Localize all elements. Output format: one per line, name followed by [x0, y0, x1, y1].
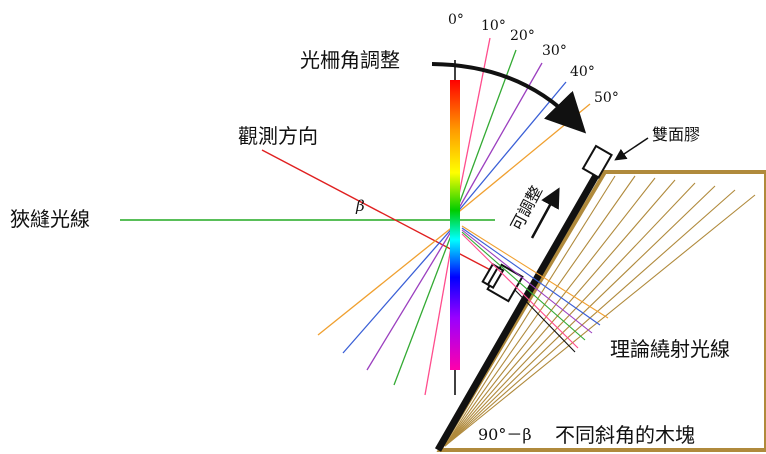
label-double-tape: 雙面膠	[652, 125, 700, 144]
label-beta: β	[355, 197, 365, 215]
label-slit-light: 狹縫光線	[10, 207, 90, 231]
angle-label-40: 40°	[570, 64, 595, 80]
grating-spectrum-bar	[450, 80, 460, 370]
sloped-board	[434, 170, 602, 452]
wood-block	[436, 170, 766, 452]
label-grating-adjust: 光柵角調整	[300, 48, 400, 72]
double-tape-box	[581, 144, 613, 179]
viewing-direction-line	[261, 149, 501, 276]
lower-diffraction-fan	[317, 224, 456, 396]
angle-label-20: 20°	[510, 28, 535, 44]
label-adjustable: 可調整	[507, 183, 546, 234]
adjustable-arrow	[530, 187, 560, 239]
label-viewing-direction: 觀測方向	[238, 124, 318, 148]
grating-adjust-arrow[interactable]	[431, 62, 587, 134]
label-wood-blocks: 不同斜角的木塊	[555, 423, 695, 447]
theoretical-rays	[461, 225, 609, 353]
label-angle-formula: 90°－β	[478, 425, 532, 444]
double-tape-pointer	[614, 137, 649, 161]
angle-label-50: 50°	[594, 90, 619, 106]
angle-label-30: 30°	[542, 43, 567, 59]
label-theoretical-diffraction: 理論繞射光線	[610, 337, 730, 361]
angle-label-10: 10°	[481, 18, 506, 34]
angle-label-0: 0°	[448, 12, 464, 28]
wood-ray-fan	[444, 175, 756, 447]
camera-mount	[481, 262, 524, 303]
